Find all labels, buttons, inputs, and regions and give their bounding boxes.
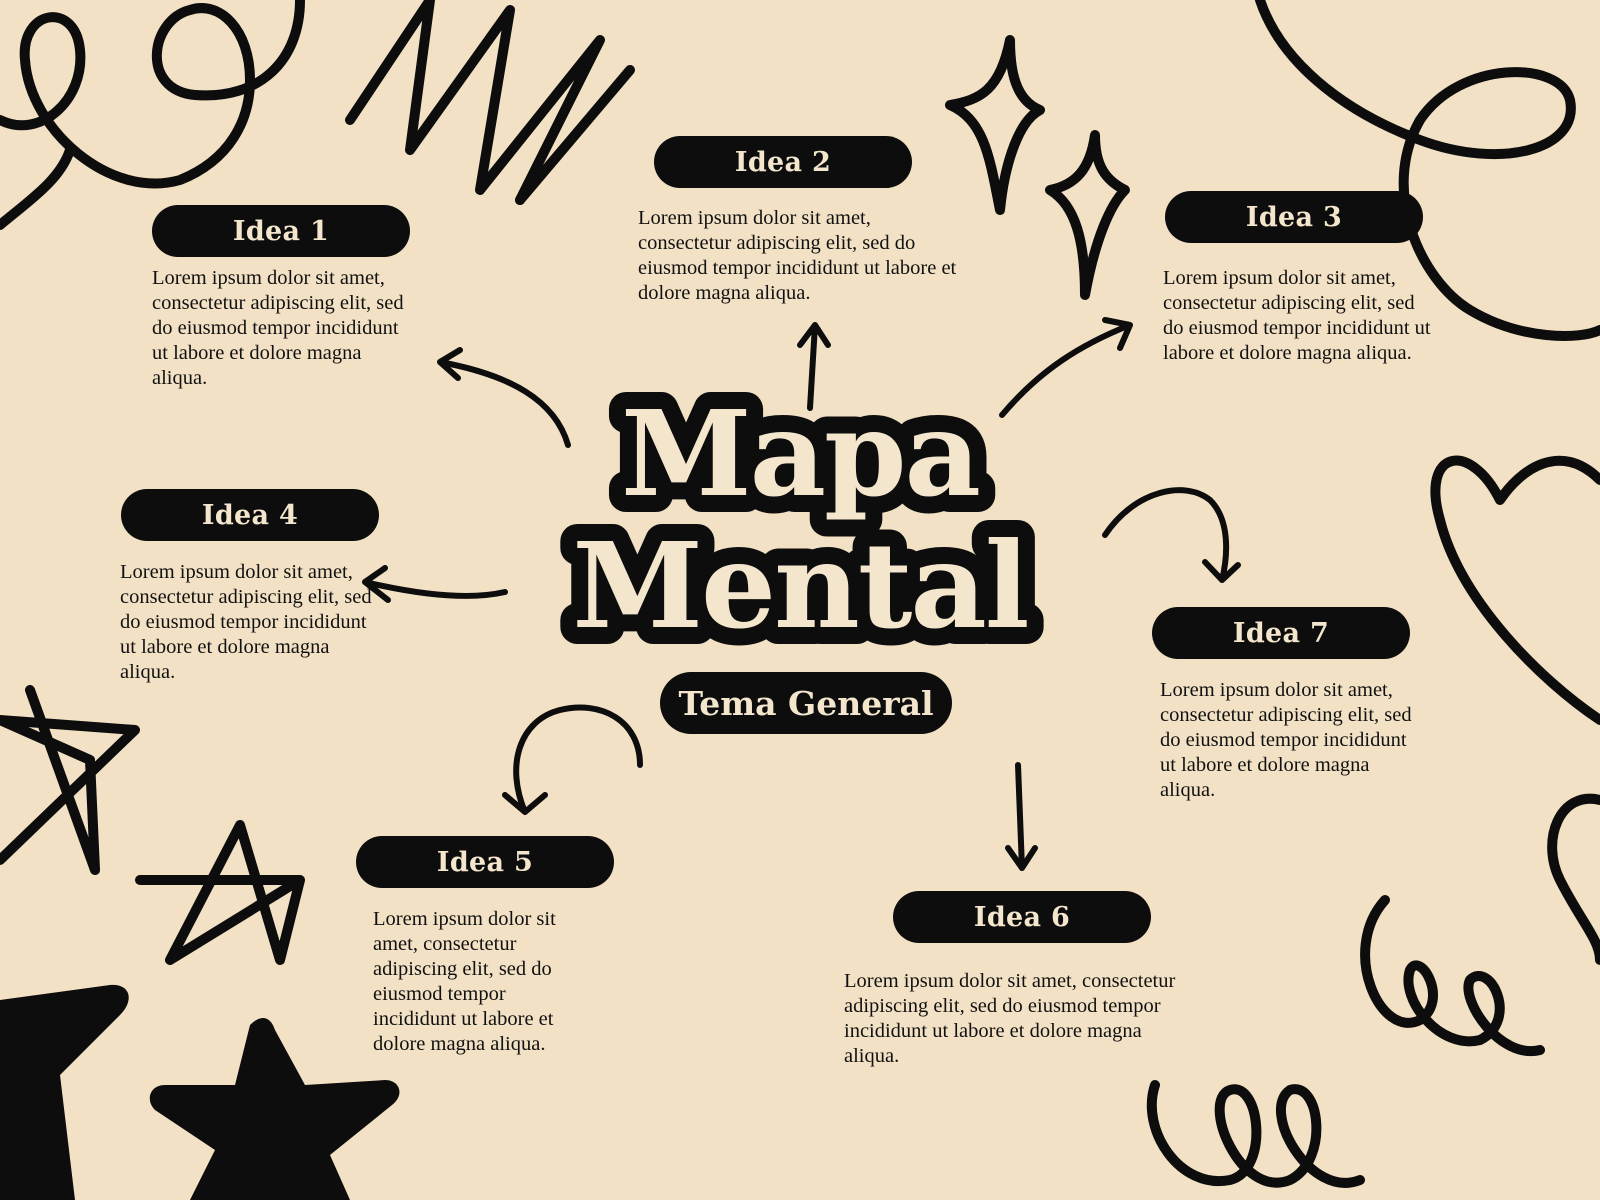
- idea-7-label: Idea 7: [1152, 607, 1410, 659]
- coil-doodle: [1146, 1080, 1365, 1188]
- idea-5-text: Lorem ipsum dolor sit amet, consectetur …: [373, 908, 556, 1055]
- zigzag-doodle: [515, 65, 635, 205]
- idea-4-text: Lorem ipsum dolor sit amet, consectetur …: [120, 561, 372, 683]
- arrow-idea7: [1102, 487, 1241, 583]
- title-line-1: Mapa: [621, 384, 979, 523]
- squiggle-doodle: [0, 145, 75, 230]
- subtitle-badge: Tema General: [660, 672, 952, 734]
- arrow-idea1: [437, 347, 571, 448]
- idea-7-text: Lorem ipsum dolor sit amet, consectetur …: [1160, 679, 1412, 801]
- coil-doodle: [1547, 793, 1600, 965]
- heart-doodle: [1430, 455, 1600, 725]
- idea-1-label: Idea 1: [152, 205, 410, 257]
- title-line-2: Mental: [572, 516, 1027, 655]
- idea-5-label: Idea 5: [356, 836, 614, 888]
- idea-6-text: Lorem ipsum dolor sit amet, consectetur …: [844, 970, 1176, 1067]
- idea-4-label: Idea 4: [121, 489, 379, 541]
- arrow-idea4: [362, 565, 508, 603]
- idea-1-text: Lorem ipsum dolor sit amet, consectetur …: [152, 267, 404, 389]
- sparkle-doodle: [1045, 130, 1130, 300]
- idea-2-label: Idea 2: [654, 136, 912, 188]
- arrow-idea6: [1005, 762, 1038, 871]
- idea-3-label: Idea 3: [1165, 191, 1423, 243]
- star-filled-doodle: [149, 1018, 400, 1200]
- star-filled-doodle: [0, 984, 129, 1200]
- arrow-idea3: [999, 317, 1133, 418]
- idea-3-text: Lorem ipsum dolor sit amet, consectetur …: [1163, 267, 1431, 364]
- star-outline-doodle: [0, 685, 140, 875]
- star-outline-doodle: [135, 820, 305, 965]
- loop-doodle: [1255, 0, 1600, 341]
- coil-doodle: [1360, 895, 1545, 1057]
- idea-6-label: Idea 6: [893, 891, 1151, 943]
- arrow-idea2: [797, 322, 831, 411]
- idea-2-text: Lorem ipsum dolor sit amet, consectetur …: [638, 207, 957, 304]
- zigzag-doodle: [345, 0, 605, 205]
- squiggle-doodle: [0, 0, 305, 189]
- sparkle-doodle: [945, 35, 1045, 215]
- arrow-idea5: [502, 704, 643, 815]
